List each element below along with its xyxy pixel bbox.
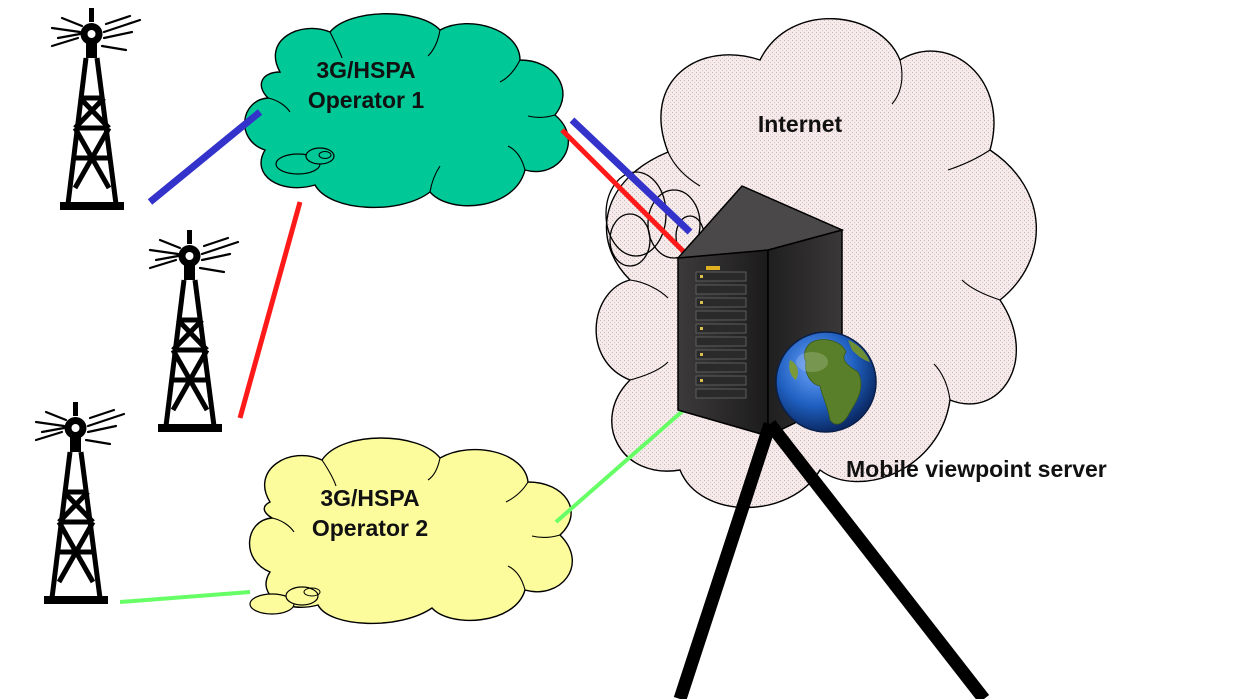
link-red-internet (560, 128, 686, 254)
operator2-cloud-icon (248, 437, 573, 625)
antenna-tower-icon-3 (36, 402, 124, 604)
server-label: Mobile viewpoint server (846, 456, 1107, 482)
operator2-label-line1: 3G/HSPA (320, 485, 420, 511)
operator1-cloud-icon (243, 13, 570, 209)
link-red-tower2 (237, 201, 303, 419)
link-green-internet (554, 406, 688, 524)
globe-icon (775, 331, 877, 433)
operator1-label-line1: 3G/HSPA (316, 57, 416, 83)
internet-label: Internet (757, 111, 843, 137)
operator1-label-line2: Operator 1 (307, 87, 425, 113)
link-green-tower3 (119, 590, 251, 604)
tripod-stand (673, 420, 990, 699)
antenna-tower-icon-1 (52, 8, 140, 210)
network-links (119, 109, 693, 604)
antenna-tower-icon-2 (150, 230, 238, 432)
link-blue-tower1 (147, 109, 263, 205)
operator2-label-line2: Operator 2 (311, 515, 429, 541)
link-blue-internet (569, 117, 693, 235)
